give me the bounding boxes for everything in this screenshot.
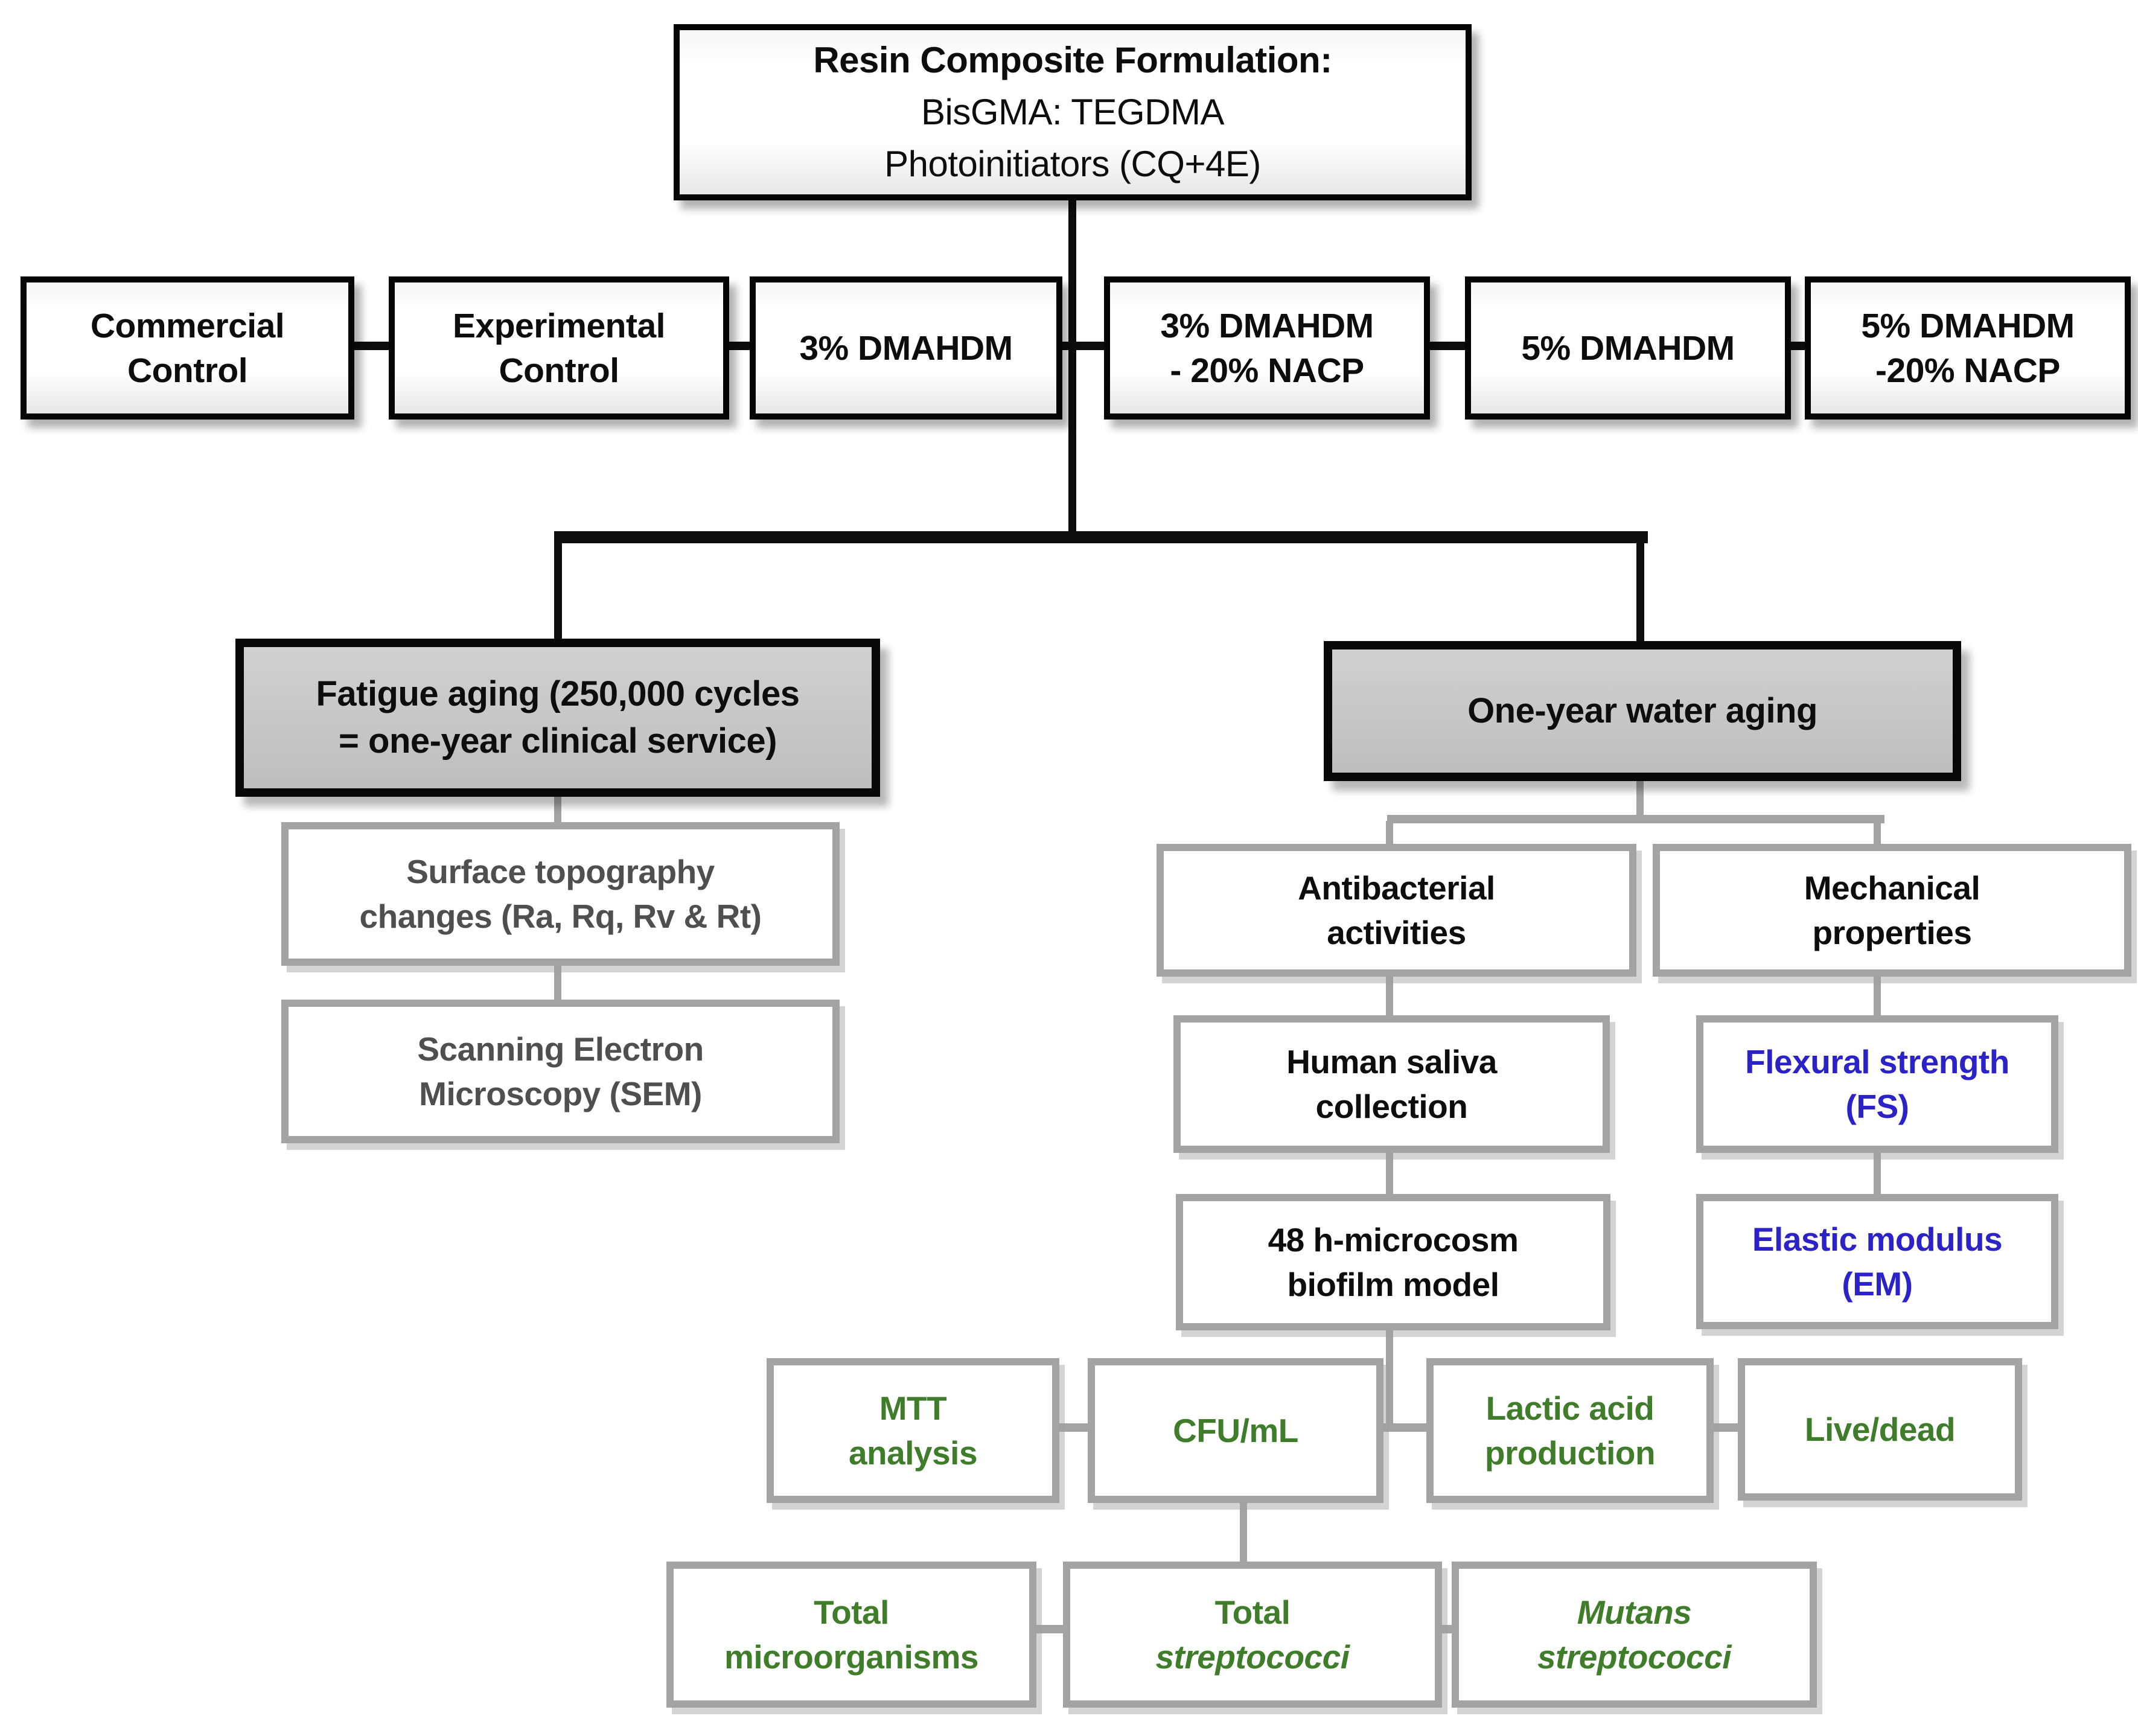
node-total-streptococci: Total streptococci <box>1063 1562 1442 1708</box>
connector-count-seg-2 <box>1442 1625 1452 1633</box>
node-text-line: Microscopy (SEM) <box>419 1075 702 1112</box>
connector-row-seg-1 <box>354 342 389 350</box>
node-one-year-water-aging: One-year water aging <box>1324 641 1961 781</box>
node-text-line: - 20% NACP <box>1170 351 1364 390</box>
connector-assay-seg-2 <box>1383 1423 1426 1432</box>
connector-fatigue-surface <box>554 794 561 825</box>
node-text-line: Resin Composite Formulation: <box>813 40 1332 80</box>
node-elastic-modulus: Elastic modulus (EM) <box>1696 1194 2058 1329</box>
connector-row-seg-5 <box>1791 342 1805 350</box>
connector-assay-seg-1 <box>1059 1423 1088 1432</box>
node-text-line: 3% DMAHDM <box>799 328 1013 368</box>
node-text-line: streptococci <box>1537 1638 1732 1676</box>
node-total-microorganisms: Total microorganisms <box>666 1562 1036 1708</box>
node-text-line: Control <box>127 351 248 390</box>
connector-row-seg-3 <box>1062 342 1104 350</box>
node-mechanical-properties: Mechanical properties <box>1653 844 2131 977</box>
node-text-line: 48 h-microcosm <box>1268 1221 1519 1259</box>
node-text-line: Experimental <box>453 306 665 345</box>
node-text-line: Surface topography <box>406 853 715 890</box>
node-text-line: properties <box>1812 914 1972 951</box>
node-commercial-control: Commercial Control <box>21 276 354 420</box>
connector-biofilm-assays-drop <box>1386 1328 1393 1432</box>
connector-root-vertical <box>1068 196 1076 532</box>
node-fatigue-aging: Fatigue aging (250,000 cycles = one-year… <box>235 639 880 797</box>
node-sem: Scanning Electron Microscopy (SEM) <box>281 1000 840 1143</box>
node-surface-topography: Surface topography changes (Ra, Rq, Rv &… <box>281 822 840 966</box>
node-text-line: Control <box>499 351 619 390</box>
connector-fatigue-drop <box>554 542 562 640</box>
node-antibacterial-activities: Antibacterial activities <box>1157 844 1636 977</box>
node-text-line: Photoinitiators (CQ+4E) <box>884 144 1261 184</box>
connector-row-seg-2 <box>729 342 750 350</box>
connector-water-t-bar <box>1387 815 1884 823</box>
node-text-line: Scanning Electron <box>417 1030 704 1068</box>
connector-count-seg-1 <box>1036 1625 1063 1633</box>
node-text-line: 3% DMAHDM <box>1160 306 1374 345</box>
node-human-saliva-collection: Human saliva collection <box>1173 1015 1610 1153</box>
node-3-dmahdm: 3% DMAHDM <box>750 276 1062 420</box>
node-text-line: Commercial <box>90 306 285 345</box>
node-text-line: Fatigue aging (250,000 cycles <box>316 674 800 713</box>
node-mtt-analysis: MTT analysis <box>767 1358 1059 1503</box>
node-text-line: analysis <box>848 1434 978 1472</box>
connector-antibacterial-saliva <box>1386 974 1393 1018</box>
node-text-line: MTT <box>879 1390 947 1427</box>
node-lactic-acid-production: Lactic acid production <box>1426 1358 1714 1503</box>
node-text-line: streptococci <box>1155 1638 1350 1676</box>
node-cfu-per-ml: CFU/mL <box>1088 1358 1383 1503</box>
node-5-dmahdm-20-nacp: 5% DMAHDM -20% NACP <box>1805 276 2131 420</box>
node-text-line: Live/dead <box>1804 1411 1956 1448</box>
node-text-line: Mechanical <box>1804 869 1980 907</box>
connector-surface-sem <box>554 963 561 1002</box>
node-text-line: 5% DMAHDM <box>1861 306 2075 345</box>
node-text-line: (EM) <box>1842 1265 1913 1303</box>
connector-cfu-drop <box>1240 1501 1247 1562</box>
connector-mechanical-flexural <box>1874 974 1881 1018</box>
node-live-dead: Live/dead <box>1738 1358 2022 1501</box>
connector-assay-seg-3 <box>1714 1423 1738 1432</box>
node-5-dmahdm: 5% DMAHDM <box>1465 276 1791 420</box>
node-experimental-control: Experimental Control <box>389 276 729 420</box>
node-text-line: Antibacterial <box>1298 869 1495 907</box>
node-text-line: Lactic acid <box>1485 1390 1655 1427</box>
node-text-line: collection <box>1315 1088 1468 1125</box>
node-text-line: Mutans <box>1577 1594 1692 1631</box>
connector-water-drop <box>1636 542 1644 643</box>
connector-antibacterial-drop <box>1386 821 1393 846</box>
node-mutans-streptococci: Mutans streptococci <box>1452 1562 1817 1708</box>
node-text-line: production <box>1484 1434 1656 1472</box>
node-text-line: 5% DMAHDM <box>1521 328 1735 368</box>
node-text-line: (FS) <box>1845 1088 1909 1125</box>
node-text-line: CFU/mL <box>1173 1412 1298 1449</box>
node-resin-composite-formulation: Resin Composite Formulation: BisGMA: TEG… <box>674 24 1472 200</box>
node-text-line: Total <box>1214 1594 1291 1631</box>
node-biofilm-model: 48 h-microcosm biofilm model <box>1176 1194 1610 1330</box>
node-text-line: One-year water aging <box>1467 691 1817 730</box>
connector-water-t-stem <box>1636 779 1644 819</box>
node-text-line: activities <box>1327 914 1466 951</box>
connector-split-bar <box>554 531 1648 543</box>
node-text-line: changes (Ra, Rq, Rv & Rt) <box>359 898 762 935</box>
connector-saliva-biofilm <box>1386 1150 1393 1196</box>
node-text-line: microorganisms <box>724 1638 978 1676</box>
node-text-line: biofilm model <box>1287 1266 1500 1303</box>
node-text-line: = one-year clinical service) <box>339 721 777 761</box>
connector-row-seg-4 <box>1430 342 1465 350</box>
node-flexural-strength: Flexural strength (FS) <box>1696 1015 2058 1153</box>
connector-mechanical-drop <box>1874 821 1881 846</box>
node-text-line: -20% NACP <box>1875 351 2060 390</box>
node-text-line: Elastic modulus <box>1752 1221 2003 1258</box>
node-text-line: Flexural strength <box>1745 1043 2009 1080</box>
node-text-line: Human saliva <box>1286 1043 1497 1080</box>
node-text-line: BisGMA: TEGDMA <box>921 92 1224 132</box>
connector-flexural-elastic <box>1874 1150 1881 1196</box>
node-text-line: Total <box>814 1594 889 1631</box>
node-3-dmahdm-20-nacp: 3% DMAHDM - 20% NACP <box>1104 276 1430 420</box>
